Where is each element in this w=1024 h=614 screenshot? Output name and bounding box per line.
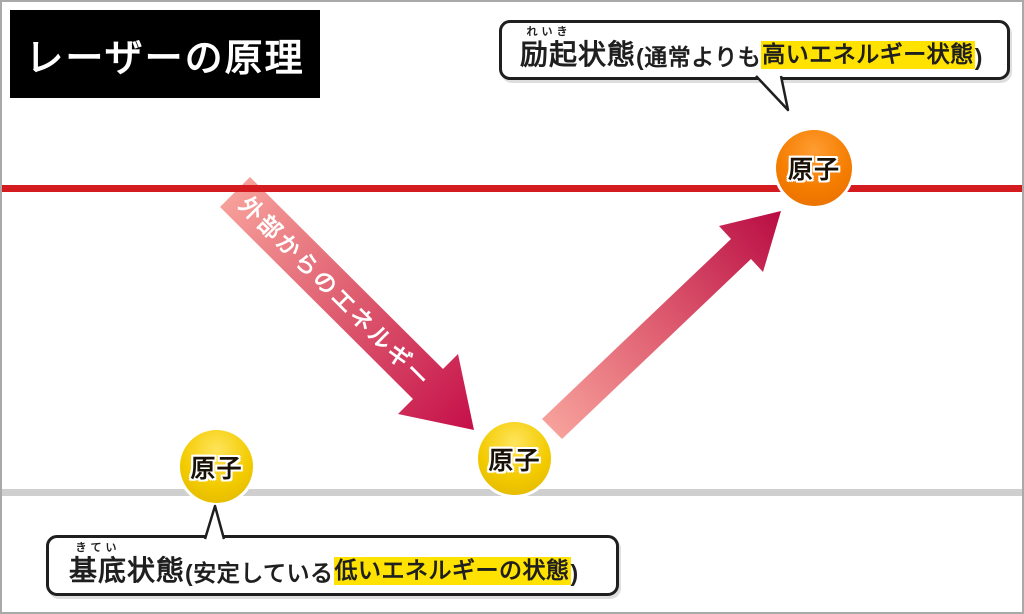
ground-atom-2: 原子: [478, 422, 551, 495]
ground-ruby-group: きてい 基底: [69, 543, 128, 586]
pump-energy-arrow-label: 外部からのエネルギー: [234, 192, 436, 394]
ground-atom-2-label: 原子: [488, 446, 541, 475]
ground-highlight-text: 低いエネルギーの状態: [333, 557, 571, 585]
excitation-arrow: [542, 211, 781, 439]
title-box: レーザーの原理: [10, 10, 320, 98]
excited-state-callout: れいき 励起 状態 (通常よりも 高いエネルギー状態 ): [499, 20, 1010, 80]
excited-pre-text: (通常よりも: [636, 44, 762, 70]
ground-atom-1: 原子: [180, 430, 253, 503]
excited-ruby-base: 励起: [520, 39, 579, 70]
ground-bold-rest: 状態: [127, 555, 186, 586]
excited-post-text: ): [974, 44, 983, 70]
excited-bold-rest: 状態: [578, 39, 637, 70]
ground-pre-text: (安定している: [185, 560, 334, 586]
ground-ruby-base: 基底: [69, 555, 128, 586]
excited-furigana: れいき: [526, 26, 572, 38]
ground-post-text: ): [570, 560, 579, 586]
pump-energy-arrow: [220, 177, 474, 430]
page-title: レーザーの原理: [25, 37, 305, 80]
excited-level-line: [2, 185, 1022, 192]
excited-highlight-text: 高いエネルギー状態: [761, 41, 975, 69]
excited-ruby-group: れいき 励起: [520, 27, 579, 70]
excited-atom-label: 原子: [787, 156, 840, 184]
excited-atom: 原子: [776, 130, 852, 206]
ground-atom-1-label: 原子: [190, 454, 243, 483]
ground-state-callout: きてい 基底 状態 (安定している 低いエネルギーの状態 ): [46, 535, 619, 596]
ground-furigana: きてい: [75, 542, 121, 554]
